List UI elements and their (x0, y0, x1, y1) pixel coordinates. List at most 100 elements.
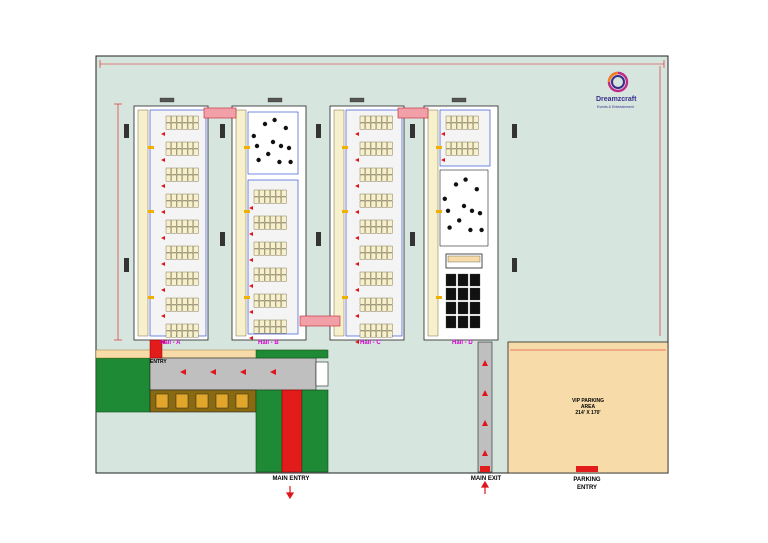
stall (193, 278, 199, 286)
stall (387, 122, 393, 130)
display-panel (445, 287, 457, 301)
seat-cluster (468, 227, 473, 233)
hall-a-label: Hall - A (160, 340, 181, 346)
stall (281, 326, 287, 334)
stall (365, 271, 371, 279)
stall (182, 200, 188, 208)
stall (270, 241, 276, 249)
extinguisher-mark (244, 146, 250, 149)
stall (193, 219, 199, 227)
stall (259, 189, 265, 197)
stall (365, 323, 371, 331)
stall (275, 300, 282, 308)
stall (259, 300, 265, 308)
stall (165, 304, 172, 312)
seat-cluster (272, 117, 277, 123)
stall (176, 141, 183, 149)
stall (182, 278, 188, 286)
extinguisher-mark (148, 296, 154, 299)
food-stall (235, 393, 249, 409)
stall (370, 245, 377, 253)
stall (193, 304, 199, 312)
stall (387, 167, 393, 175)
vip-parking-line1: VIP PARKING (571, 398, 605, 404)
food-stall (155, 393, 169, 409)
display-panel (469, 273, 481, 287)
seat-cluster (262, 121, 268, 127)
stall (253, 274, 260, 282)
entry-green-left (255, 389, 283, 473)
stall (171, 167, 177, 175)
hall-b-stalls (249, 189, 287, 340)
stall (365, 122, 371, 130)
flow-arrow (249, 310, 253, 314)
flow-arrow (161, 236, 165, 240)
stall (365, 278, 371, 286)
seat-cluster (254, 143, 260, 149)
display-panel (469, 301, 481, 315)
stall (387, 323, 393, 331)
side-panel (410, 232, 415, 246)
stall (376, 141, 382, 149)
stall (193, 115, 199, 123)
display-panel (445, 315, 457, 329)
stall (182, 330, 188, 338)
stall (376, 122, 382, 130)
stall (193, 141, 199, 149)
stall (376, 226, 382, 234)
stall (370, 219, 377, 227)
stall (176, 219, 183, 227)
stall (445, 141, 452, 149)
food-stall (175, 393, 189, 409)
parking-entry-line2: ENTRY (576, 485, 598, 491)
flow-arrow (441, 132, 445, 136)
stall (270, 293, 276, 301)
stall (359, 323, 366, 331)
stall (171, 200, 177, 208)
stall (165, 174, 172, 182)
stall (275, 267, 282, 275)
security-booth (315, 361, 329, 387)
hall-d-seating (442, 177, 484, 233)
connector-ab (203, 107, 237, 119)
stall (171, 297, 177, 305)
display-panel (457, 273, 469, 287)
stall (187, 174, 194, 182)
stall (387, 174, 393, 182)
stall (171, 115, 177, 123)
stall (193, 122, 199, 130)
stall (193, 200, 199, 208)
entry-green-right (301, 389, 329, 473)
display-panel (445, 273, 457, 287)
stall (365, 193, 371, 201)
stall (467, 148, 474, 156)
exit-arrows (482, 360, 488, 456)
side-panel (124, 258, 129, 272)
stall (165, 226, 172, 234)
stall (187, 330, 194, 338)
stall (176, 148, 183, 156)
stall (376, 245, 382, 253)
stall (275, 215, 282, 223)
food-stall (195, 393, 209, 409)
vip-parking-area (507, 341, 669, 474)
stall (171, 174, 177, 182)
stall (376, 200, 382, 208)
stall (275, 326, 282, 334)
stall (387, 200, 393, 208)
stall (381, 323, 388, 331)
corridor-arrows (180, 369, 276, 375)
stall (462, 141, 468, 149)
stall (187, 219, 194, 227)
stall (467, 141, 474, 149)
stall (187, 297, 194, 305)
stall (187, 252, 194, 260)
stall (445, 122, 452, 130)
stall (270, 222, 276, 230)
stall (193, 271, 199, 279)
hall-a-stalls (161, 115, 199, 344)
stall (253, 326, 260, 334)
stall (193, 174, 199, 182)
stall (176, 200, 183, 208)
stall (370, 122, 377, 130)
